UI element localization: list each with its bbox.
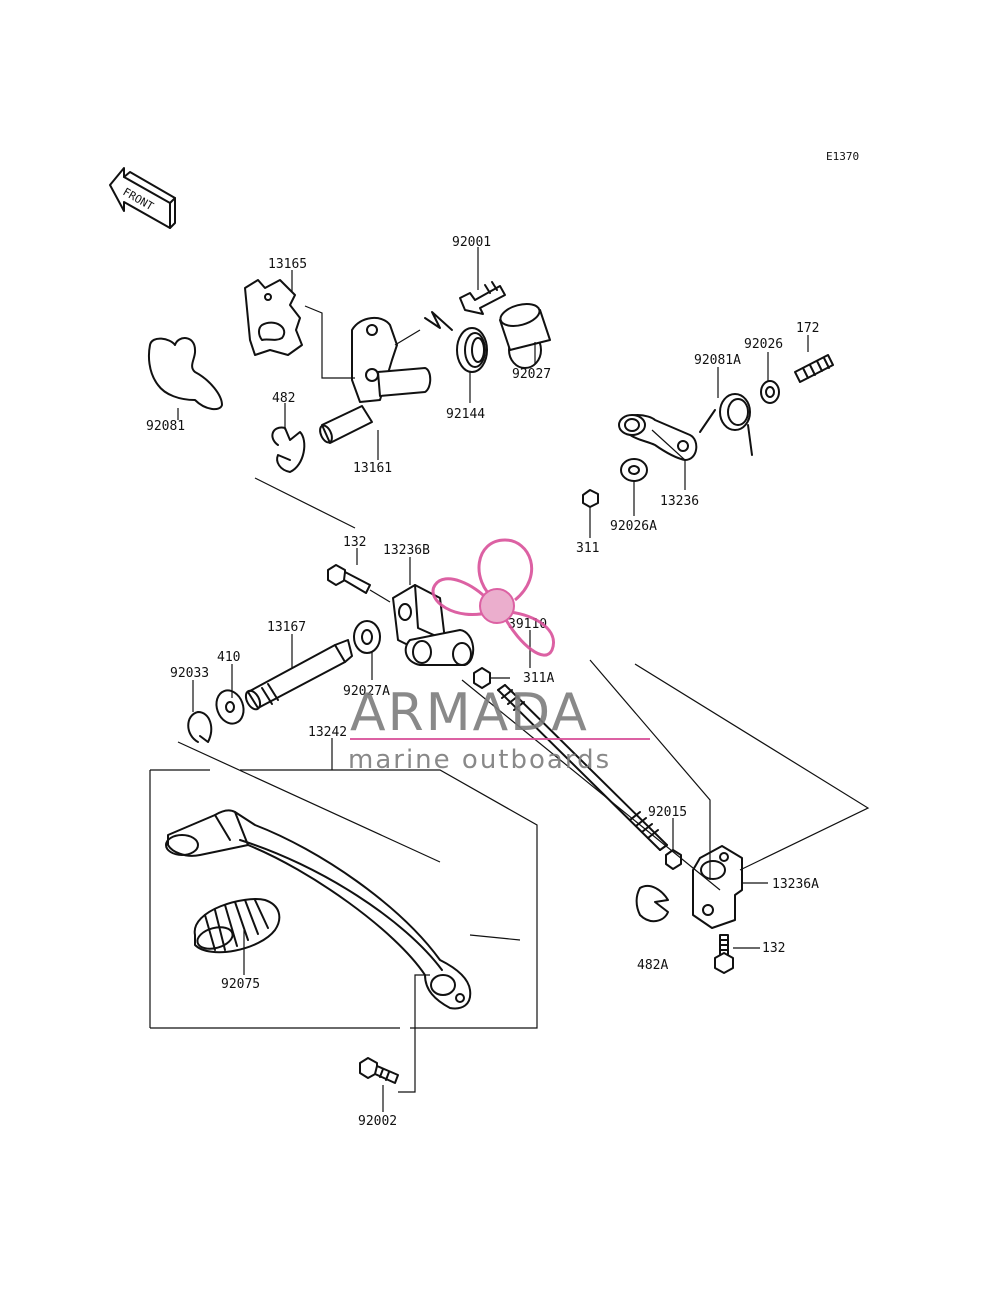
part-311-nut (582, 489, 599, 508)
label-311: 311 (576, 541, 599, 556)
label-92075: 92075 (221, 977, 260, 992)
label-482: 482 (272, 391, 295, 406)
part-13165-cutout (258, 321, 286, 341)
label-92026A: 92026A (610, 519, 657, 534)
label-92144: 92144 (446, 407, 485, 422)
part-13236-arm (618, 414, 698, 461)
part-92081A-spring (699, 393, 753, 456)
part-92033-circlip (187, 711, 213, 743)
part-13161-shift-shaft (319, 317, 432, 444)
watermark-tagline: marine outboards (348, 745, 611, 775)
part-92026A-washer (620, 458, 648, 482)
label-172: 172 (796, 321, 819, 336)
part-92002-bolt (359, 1057, 399, 1084)
part-132-bolt-right (714, 934, 734, 974)
part-13167-shaft (244, 639, 353, 711)
part-13236B-lever (392, 584, 475, 666)
watermark: ARMADA marine outboards (348, 538, 650, 775)
part-92075-rubber (193, 898, 281, 954)
label-92027A: 92027A (343, 684, 390, 699)
part-410-washer (215, 689, 245, 725)
part-92026-washer (760, 380, 780, 404)
label-92033: 92033 (170, 666, 209, 681)
label-132-top: 132 (343, 535, 366, 550)
group-box-13242 (150, 769, 538, 1029)
part-92001-pin (459, 281, 506, 315)
label-311A: 311A (523, 671, 554, 686)
part-172-stud (794, 354, 834, 383)
label-92081A: 92081A (694, 353, 741, 368)
part-482A-circlip (635, 884, 669, 923)
label-92002: 92002 (358, 1114, 397, 1129)
part-13236A-joint (692, 845, 743, 929)
diagram-code: E1370 (826, 150, 859, 163)
part-92027A-washer (353, 620, 381, 654)
label-92026: 92026 (744, 337, 783, 352)
watermark-propeller-icon (431, 538, 555, 657)
label-13161: 13161 (353, 461, 392, 476)
front-arrow-icon: FRONT (109, 167, 176, 229)
label-92001: 92001 (452, 235, 491, 250)
part-482-circlip (271, 426, 306, 473)
label-92015: 92015 (648, 805, 687, 820)
leader-lines (177, 247, 870, 1112)
part-92027-collar (499, 303, 551, 369)
label-13167: 13167 (267, 620, 306, 635)
part-132-bolt-top (327, 564, 371, 594)
part-92144-spring (424, 311, 488, 373)
label-13165: 13165 (268, 257, 307, 272)
label-92081: 92081 (146, 419, 185, 434)
part-13165-plate (244, 279, 303, 356)
label-13236: 13236 (660, 494, 699, 509)
label-13236A: 13236A (772, 877, 819, 892)
label-132-right: 132 (762, 941, 785, 956)
label-13236B: 13236B (383, 543, 430, 558)
label-410: 410 (217, 650, 240, 665)
part-13242-pedal (165, 809, 472, 1010)
label-482A: 482A (637, 958, 668, 973)
label-13242: 13242 (308, 725, 347, 740)
label-92027: 92027 (512, 367, 551, 382)
part-13165-hole (264, 293, 272, 301)
part-92081-gasket (148, 337, 223, 411)
watermark-brand: ARMADA (350, 683, 589, 743)
part-311A-nut (473, 667, 491, 689)
